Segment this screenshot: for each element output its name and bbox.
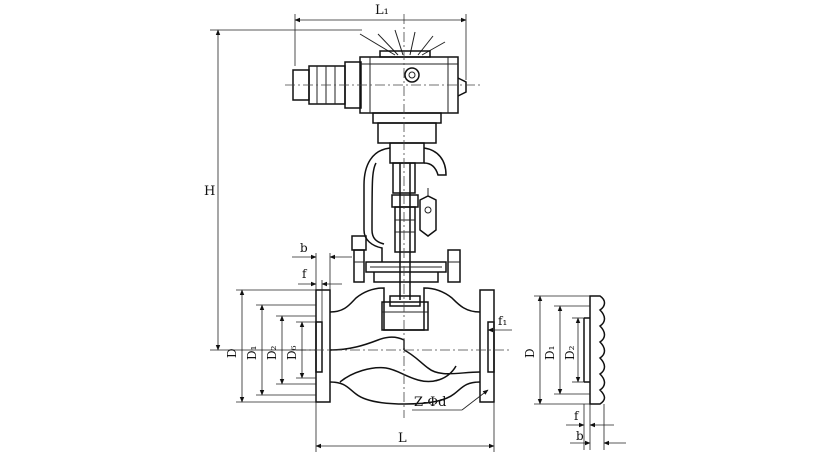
label-D: D: [225, 348, 239, 358]
label-b-top: b: [300, 241, 308, 255]
valve-body: [315, 287, 495, 405]
coupling: [372, 112, 442, 164]
label-f-side: f: [574, 409, 580, 423]
dim-diameters-side: D D₁ D₂: [523, 295, 590, 405]
label-b-side: b: [576, 429, 584, 443]
label-f-top: f: [302, 267, 308, 281]
label-H: H: [204, 184, 215, 199]
label-D2-side: D₂: [563, 345, 577, 360]
dim-Z-Phid: Z-Φd: [412, 389, 489, 411]
dim-L: L: [315, 402, 495, 452]
dim-f-top: f: [298, 267, 342, 322]
electric-actuator: [292, 29, 467, 164]
dim-L1: L₁: [294, 3, 467, 80]
label-D2: D₂: [265, 345, 279, 360]
label-L: L: [398, 431, 407, 446]
label-Z-Phid: Z-Φd: [414, 395, 446, 410]
label-f1: f₁: [498, 314, 507, 328]
dim-f-b-side: f b: [566, 404, 626, 450]
label-D-side: D: [523, 348, 537, 358]
label-L1: L₁: [375, 3, 389, 18]
dim-f1: f₁: [487, 314, 512, 333]
side-flange: [583, 295, 606, 405]
label-D1-side: D₁: [543, 346, 557, 360]
label-D1: D₁: [245, 346, 259, 360]
yoke: [363, 147, 447, 300]
bonnet: [351, 235, 461, 283]
dim-diameters-left: D D₁ D₂ D₆: [225, 289, 316, 403]
handwheel: [359, 29, 446, 58]
label-D6: D₆: [285, 345, 299, 360]
dim-H: H: [204, 29, 362, 351]
